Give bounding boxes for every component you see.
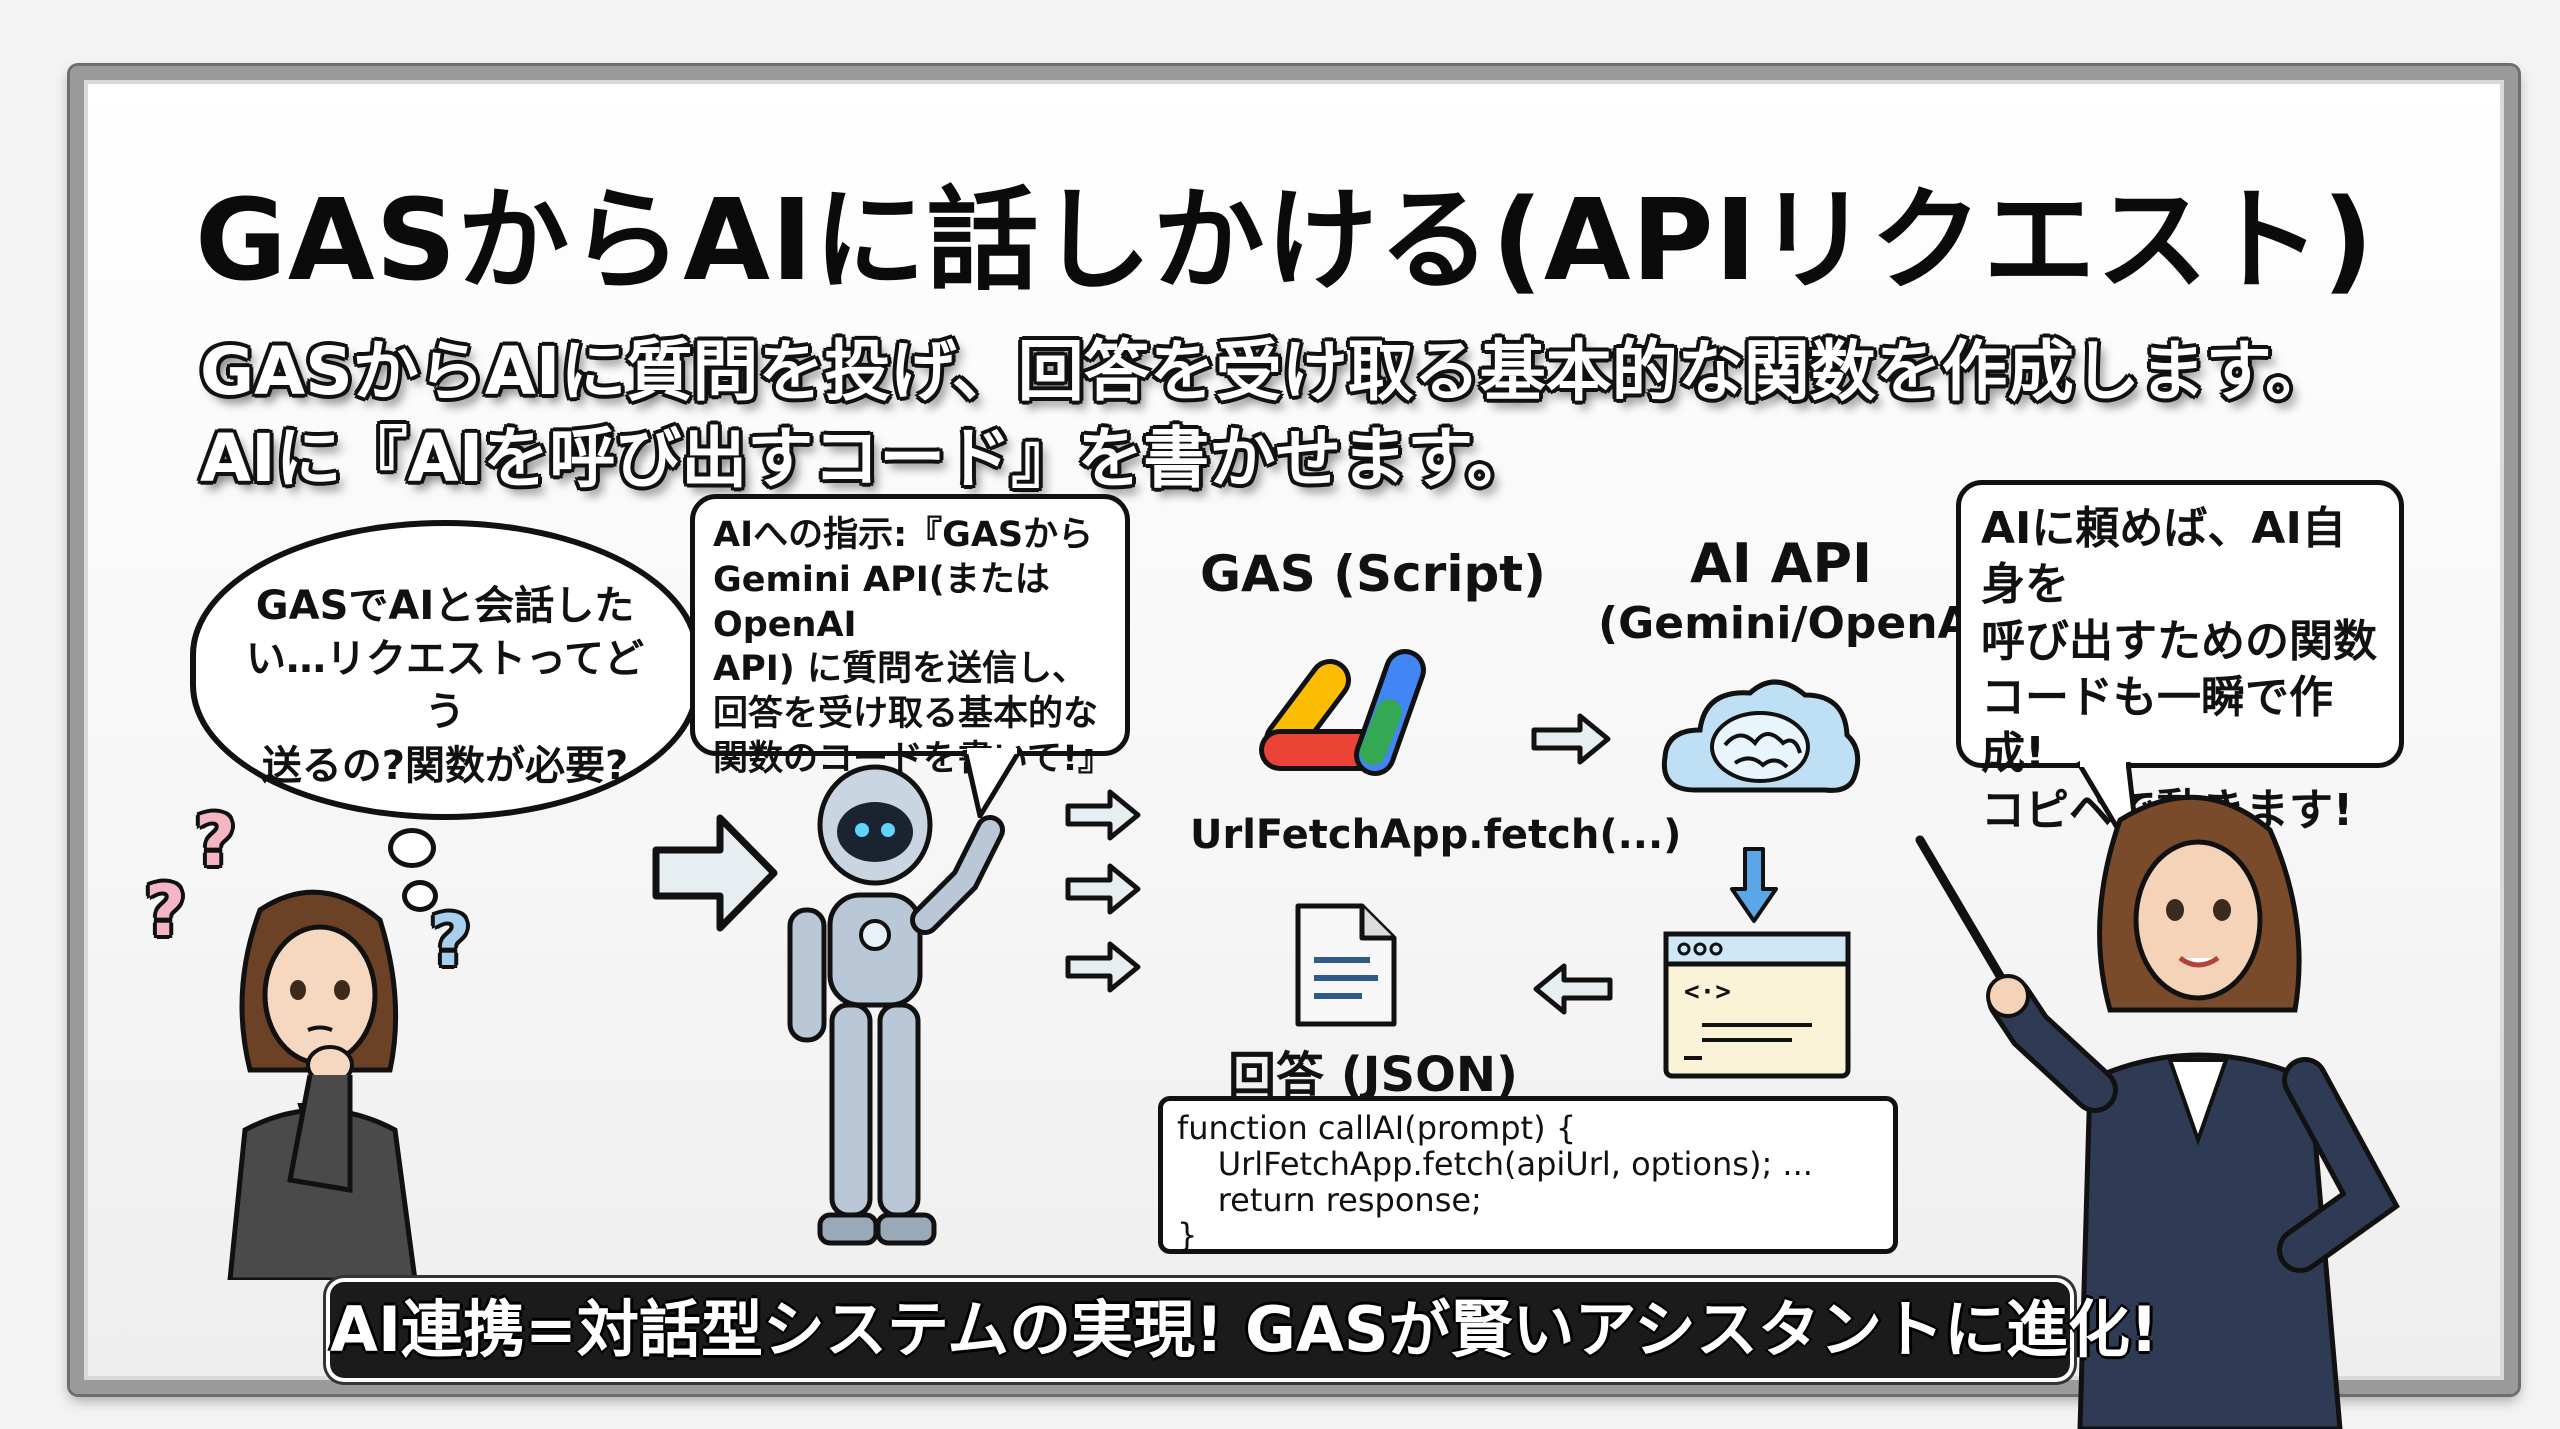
big-right-arrow-icon xyxy=(652,814,778,932)
thought-text: GASでAIと会話した い…リクエストってどう 送るの?関数が必要? xyxy=(235,580,655,793)
code-line: return response; xyxy=(1177,1180,1482,1219)
thought-tail-bubble xyxy=(402,880,438,912)
confused-woman-illustration xyxy=(227,889,418,1280)
right-arrow-icon xyxy=(1531,713,1611,765)
presenter-speech-bubble: AIに頼めば、AI自身を 呼び出すための関数 コードも一瞬で作成! コピペで動き… xyxy=(1956,480,2404,836)
instruction-line: 回答を受け取る基本的な xyxy=(713,694,1099,735)
left-arrow-icon xyxy=(1533,963,1613,1015)
presenter-woman-illustration xyxy=(1915,794,2400,1429)
svg-text:<·>: <·> xyxy=(1684,977,1731,1007)
ai-brain-cloud-icon xyxy=(1661,679,1861,793)
subtitle-line-2: AIに『AIを呼び出すコード』を書かせます。 xyxy=(200,420,1533,497)
code-snippet-box: function callAI(prompt) { UrlFetchApp.fe… xyxy=(1158,1096,1898,1254)
code-line: UrlFetchApp.fetch(apiUrl, options); ... xyxy=(1177,1144,1813,1183)
small-right-arrow-icon xyxy=(1065,941,1141,993)
json-document-icon xyxy=(1295,903,1397,1027)
instruction-line: API) に質問を送信し、 xyxy=(713,649,1087,690)
instruction-line: 関数のコードを書いて!』 xyxy=(713,738,1113,779)
ai-api-sublabel: (Gemini/OpenAI) xyxy=(1598,598,2009,649)
robot-illustration xyxy=(787,764,1005,1246)
speech-line: コードも一瞬で作成! xyxy=(1981,671,2333,780)
thought-tail-bubble xyxy=(388,828,436,868)
page-title: GASからAIに話しかける(APIリクエスト) xyxy=(195,176,2375,306)
instruction-bubble-tail xyxy=(962,748,1023,818)
answer-json-label: 回答 (JSON) xyxy=(1228,1047,1518,1103)
small-right-arrow-icon xyxy=(1065,863,1141,915)
down-arrow-icon xyxy=(1730,847,1778,923)
instruction-line: Gemini API(またはOpenAI xyxy=(713,559,1050,645)
question-mark: ? xyxy=(430,900,471,982)
apps-script-logo-icon xyxy=(1259,649,1426,776)
code-line: } xyxy=(1177,1216,1198,1255)
question-mark: ? xyxy=(145,870,186,952)
small-right-arrow-icon xyxy=(1065,789,1141,841)
thought-line: い…リクエストってどう xyxy=(246,636,644,736)
speech-line: 呼び出すための関数 xyxy=(1981,615,2377,667)
gas-script-label: GAS (Script) xyxy=(1200,545,1546,603)
question-mark: ? xyxy=(195,800,236,882)
fetch-label: UrlFetchApp.fetch(...) xyxy=(1190,812,1682,858)
code-window-icon: <·> xyxy=(1663,931,1851,1079)
thought-bubble xyxy=(190,520,700,820)
speech-line: AIに頼めば、AI自身を xyxy=(1981,503,2346,611)
code-line: function callAI(prompt) { xyxy=(1177,1109,1577,1147)
thought-line: GASでAIと会話した xyxy=(255,583,635,629)
banner-text: AI連携=対話型システムの実現! GASが賢いアシスタントに進化! xyxy=(330,1293,2159,1366)
ai-api-label: AI API xyxy=(1690,532,1873,595)
subtitle-line-1: GASからAIに質問を投げ、回答を受け取る基本的な関数を作成します。 xyxy=(200,333,2332,410)
bottom-banner: AI連携=対話型システムの実現! GASが賢いアシスタントに進化! xyxy=(330,1282,2158,1378)
instruction-line: AIへの指示:『GASから xyxy=(713,515,1094,555)
thought-line: 送るの?関数が必要? xyxy=(261,742,629,789)
instruction-bubble: AIへの指示:『GASから Gemini API(またはOpenAI API) … xyxy=(690,494,1130,779)
